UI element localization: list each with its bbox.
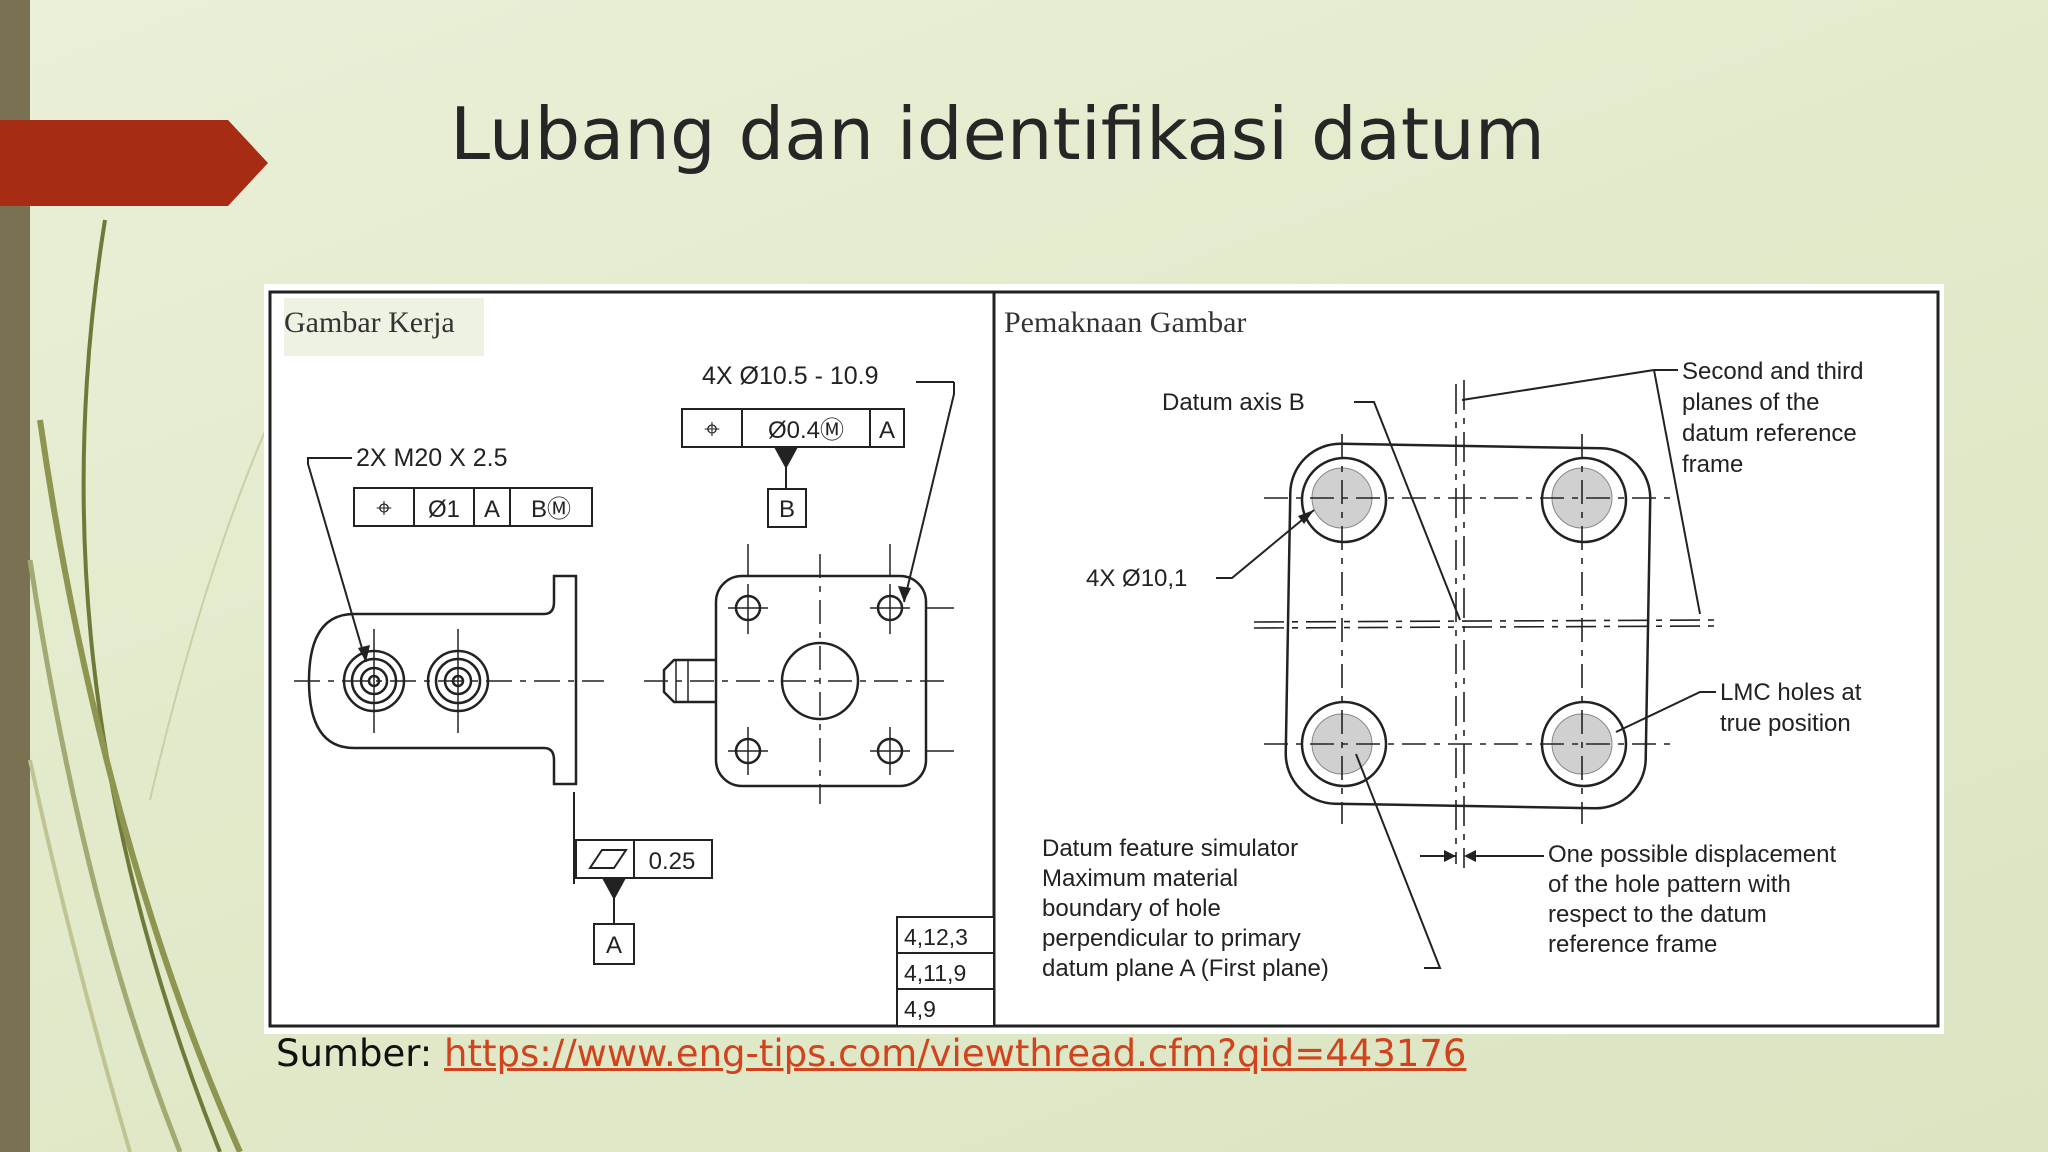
simulator-line-5: datum plane A (First plane) [1042, 955, 1329, 982]
source-line: Sumber: https://www.eng-tips.com/viewthr… [276, 1032, 1466, 1075]
datum-a-label: A [606, 932, 622, 959]
leader-datum-axis-b [1354, 401, 1461, 621]
simulator-line-1: Datum feature simulator [1042, 835, 1298, 862]
decorative-curves [27, 219, 300, 1152]
gdt-drawing: Gambar Kerja 4X Ø10.5 - 10.9 ⌖ Ø0.4Ⓜ A B… [268, 290, 1940, 1028]
fcf-thread-symbol: ⌖ [376, 492, 392, 523]
flatness-icon [588, 849, 628, 869]
simulator-line-2: Maximum material [1042, 865, 1238, 892]
gdt-figure: Gambar Kerja 4X Ø10.5 - 10.9 ⌖ Ø0.4Ⓜ A B… [264, 284, 1944, 1034]
displacement-line-2: of the hole pattern with [1548, 871, 1791, 898]
source-link[interactable]: https://www.eng-tips.com/viewthread.cfm?… [444, 1032, 1467, 1075]
simulator-line-3: boundary of hole [1042, 895, 1221, 922]
left-panel-heading: Gambar Kerja [284, 306, 455, 339]
ref-row-2: 4,11,9 [904, 960, 966, 986]
left-heading-box [284, 298, 484, 356]
callout-thread: 2X M20 X 2.5 [356, 444, 507, 472]
displacement-line-4: reference frame [1548, 931, 1717, 958]
datum-frame-centerlines [1253, 380, 1715, 868]
fcf-thread: ⌖ Ø1 A BⓂ [353, 487, 593, 527]
leader-hole-size [1216, 509, 1315, 579]
ref-row-1: 4,12,3 [904, 924, 968, 950]
fcf-holes-datum: A [879, 417, 895, 444]
simulator-note: Datum feature simulator Maximum material… [1042, 835, 1329, 982]
source-label: Sumber: [276, 1032, 433, 1075]
fcf-flatness: 0.25 [575, 839, 713, 879]
leader-holes [903, 382, 955, 603]
displacement-line-3: respect to the datum [1548, 901, 1767, 928]
displacement-note: One possible displacement of the hole pa… [1548, 841, 1836, 958]
displacement-line-1: One possible displacement [1548, 841, 1836, 868]
front-view-centerlines [644, 544, 954, 804]
leader-lmc [1615, 691, 1716, 733]
planes-note: Second and third planes of the datum ref… [1682, 358, 1863, 478]
datum-axis-b-label: Datum axis B [1162, 389, 1305, 416]
title-arrow-banner [0, 120, 268, 206]
simulator-line-4: perpendicular to primary [1042, 925, 1301, 952]
figure-frame [268, 290, 1940, 1028]
lmc-line-2: true position [1720, 710, 1851, 737]
fcf-thread-datum-a: A [484, 496, 500, 523]
fcf-holes-tolerance: Ø0.4Ⓜ [768, 417, 844, 444]
leader-thread [307, 457, 367, 663]
planes-line-1: Second and third [1682, 358, 1863, 385]
leader-planes-1 [1461, 369, 1678, 401]
planes-line-4: frame [1682, 451, 1743, 478]
datum-b-box [767, 488, 807, 528]
fcf-holes: ⌖ Ø0.4Ⓜ A [681, 408, 905, 448]
datum-b-label: B [779, 496, 795, 523]
right-panel-heading: Pemaknaan Gambar [1004, 306, 1246, 339]
planes-line-2: planes of the [1682, 389, 1819, 416]
planes-line-3: datum reference [1682, 420, 1857, 447]
fcf-thread-datum-b: BⓂ [531, 496, 571, 523]
datum-a-box [593, 923, 635, 965]
reference-table: 4,12,3 4,11,9 4,9 [896, 916, 995, 1027]
hole-size-label: 4X Ø10,1 [1086, 565, 1187, 592]
side-view-part [294, 574, 604, 884]
slide-title: Lubang dan identifikasi datum [450, 92, 1545, 176]
flatness-value: 0.25 [649, 848, 696, 875]
lmc-line-1: LMC holes at [1720, 679, 1862, 706]
fcf-thread-tolerance: Ø1 [428, 496, 460, 523]
ref-row-3: 4,9 [904, 996, 936, 1022]
callout-holes: 4X Ø10.5 - 10.9 [702, 362, 879, 390]
leader-planes-2 [1653, 369, 1701, 615]
leader-simulator [1355, 753, 1442, 969]
fcf-holes-symbol: ⌖ [704, 413, 720, 444]
